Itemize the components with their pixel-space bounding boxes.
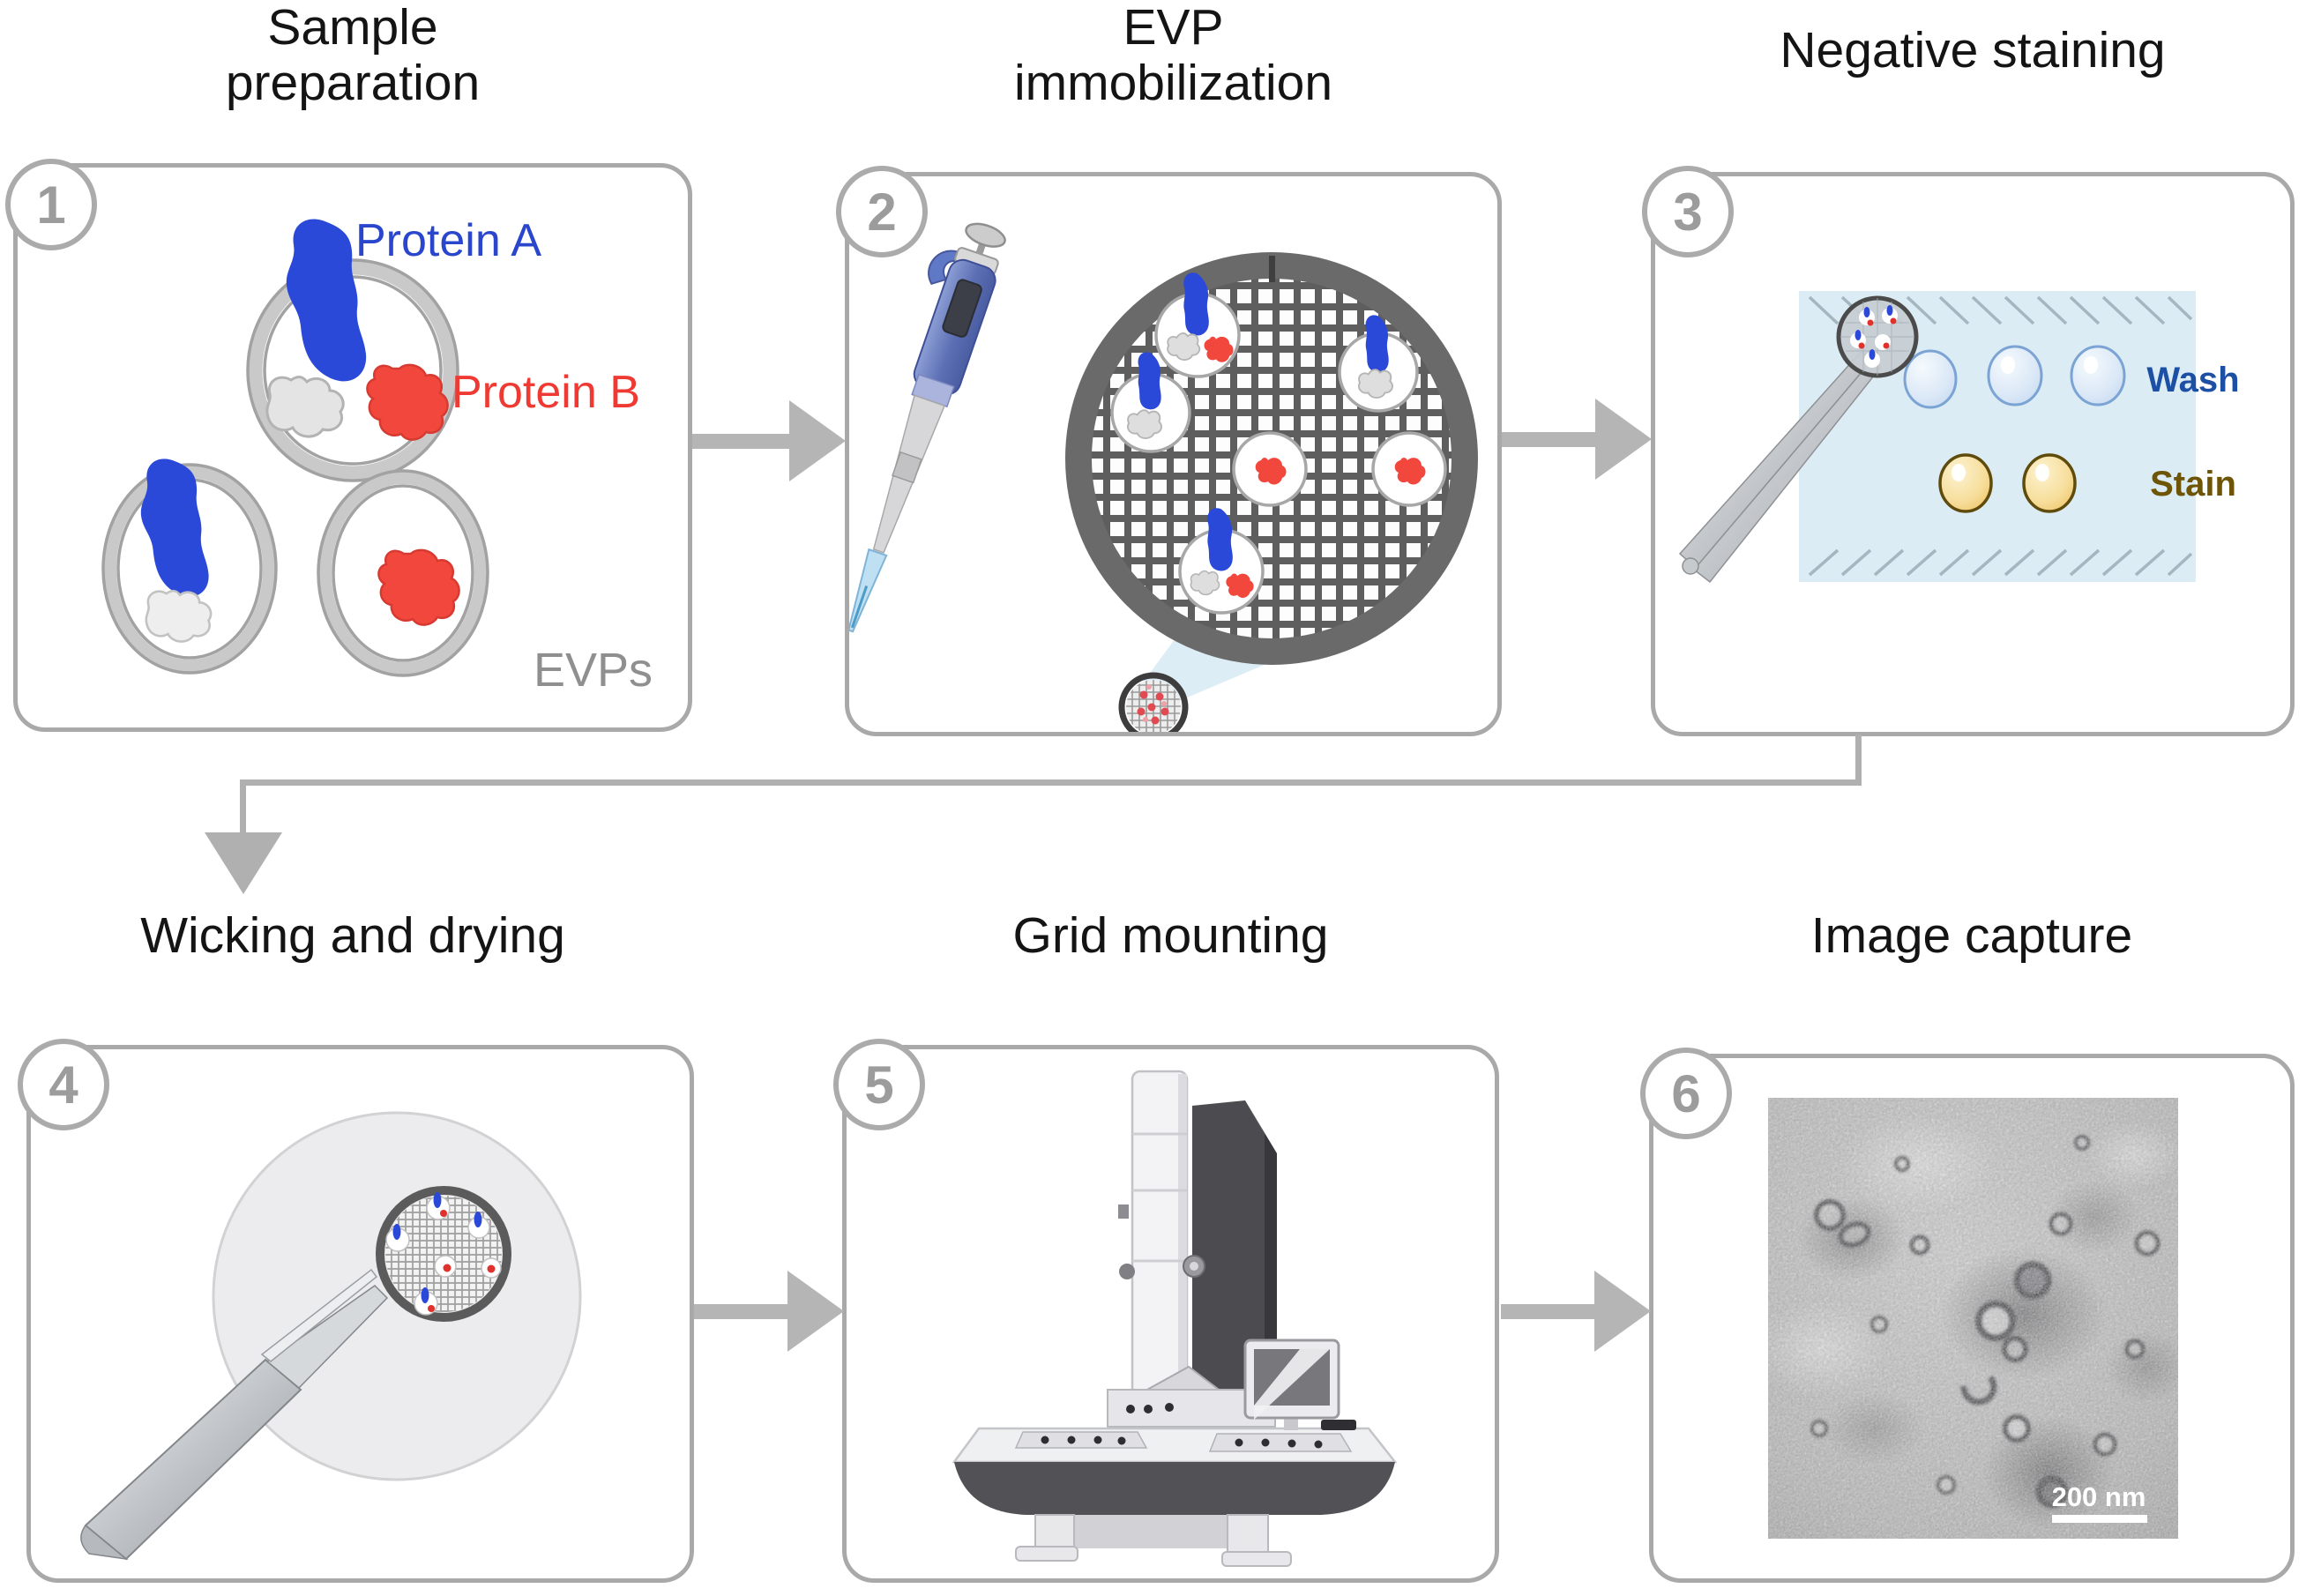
stain-droplet-icon: [1938, 453, 2077, 513]
elbow-connector-vertical-from-step3: [1855, 735, 1862, 786]
scale-bar: [2052, 1515, 2147, 1523]
step3-title: Negative staining: [1780, 22, 2166, 78]
step2-title: EVP immobilization: [1013, 0, 1333, 111]
protein-b-label: Protein B: [451, 367, 640, 418]
microscope-stage: [1107, 1365, 1276, 1428]
arrow-step2-to-step3: [1502, 399, 1652, 480]
step6-number-badge: 6: [1640, 1048, 1732, 1139]
scale-bar-label: 200 nm: [2052, 1481, 2146, 1512]
elbow-connector-vertical-to-step4: [240, 779, 246, 834]
step4-number-badge: 4: [18, 1039, 109, 1130]
step6-title: Image capture: [1810, 907, 2133, 964]
pipette-icon: [849, 222, 1006, 633]
tem-grid-icon: [1065, 252, 1478, 665]
parafilm-hatch-top: [1808, 295, 2193, 325]
stain-label: Stain: [2150, 465, 2236, 503]
monitor-icon: [1243, 1339, 1356, 1430]
grid-orientation-tick: [1269, 256, 1275, 282]
desk-cabinet: [1069, 1515, 1256, 1548]
protein-a-label: Protein A: [355, 215, 541, 266]
tem-grid-icon: [1836, 295, 1919, 378]
tem-grid-icon: [376, 1186, 511, 1322]
elbow-connector-horizontal: [240, 779, 1862, 786]
wash-droplet-icon: [1903, 345, 2126, 409]
tweezers-icon: [80, 1268, 389, 1561]
step5-title: Grid mounting: [1012, 907, 1329, 964]
step3-number-badge: 3: [1642, 166, 1734, 257]
step2-number-badge: 2: [836, 166, 928, 257]
evp-immobilization-illustration: [849, 222, 1478, 732]
parafilm-hatch-bottom: [1808, 548, 2193, 577]
electron-microscope-icon: [952, 1070, 1398, 1567]
step1-title: Sample preparation: [225, 0, 481, 111]
step1-number-badge: 1: [5, 159, 97, 250]
desk-front-band: [954, 1462, 1395, 1515]
step5-number-badge: 5: [833, 1039, 925, 1130]
wash-label: Wash: [2146, 361, 2239, 399]
arrow-step1-to-step2: [692, 400, 846, 481]
microscope-column: [1118, 1070, 1205, 1397]
sample-preparation-illustration: Protein A Protein B EVPs: [101, 215, 653, 697]
arrow-step3-to-step4-head: [205, 832, 282, 894]
evps-label: EVPs: [534, 644, 653, 697]
tem-micrograph-image: 200 nm: [1768, 1098, 2178, 1539]
desk-legs: [1015, 1514, 1292, 1567]
arrow-step4-to-step5: [694, 1271, 844, 1352]
step4-title: Wicking and drying: [140, 907, 565, 964]
small-tem-grid-icon: [1118, 672, 1189, 732]
arrow-step5-to-step6: [1501, 1271, 1651, 1352]
negative-staining-illustration: Wash Stain: [1678, 291, 2240, 584]
wicking-drying-illustration: [80, 1111, 582, 1561]
microscope-dark-tower: [1192, 1100, 1265, 1395]
